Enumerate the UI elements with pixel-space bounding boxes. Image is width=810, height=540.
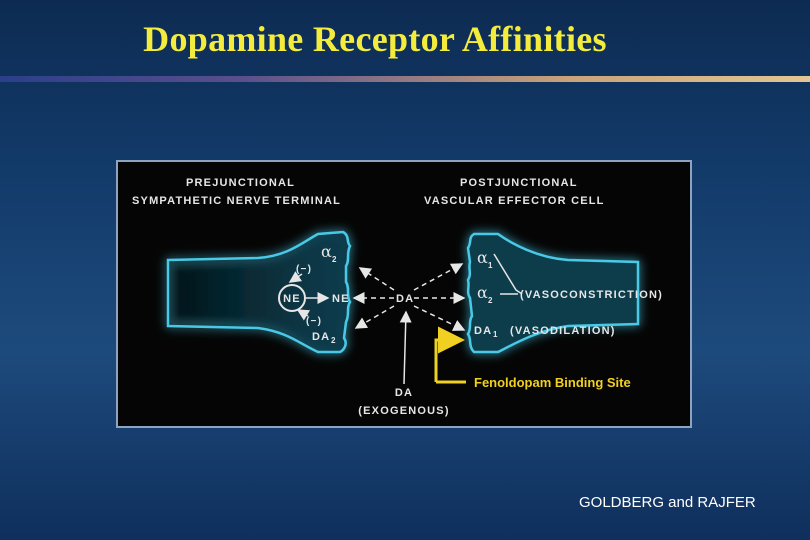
receptor-diagram: PREJUNCTIONAL SYMPATHETIC NERVE TERMINAL… bbox=[116, 160, 692, 428]
credit-text: GOLDBERG and RAJFER bbox=[579, 494, 756, 511]
da-to-alpha2-pre-arrow bbox=[358, 267, 395, 291]
exogenous-label: (EXOGENOUS) bbox=[358, 405, 449, 417]
da-to-alpha1-post-arrow bbox=[413, 263, 464, 291]
postjunctional-label: POSTJUNCTIONAL bbox=[460, 177, 578, 189]
alpha1-connector bbox=[493, 253, 523, 295]
title-divider bbox=[0, 76, 810, 82]
inhibit-arrow-top bbox=[288, 271, 303, 283]
da-to-da2-pre-arrow bbox=[354, 305, 395, 329]
da-center-label: DA bbox=[396, 293, 414, 305]
ne-vesicle-label: NE bbox=[283, 293, 301, 305]
postjunctional-effector-cell bbox=[466, 232, 640, 354]
alpha1-post-label: α bbox=[477, 248, 488, 267]
prejunctional-label: PREJUNCTIONAL bbox=[186, 177, 295, 189]
inhibit-bottom-label: (−) bbox=[306, 316, 322, 327]
alpha2-pre-subscript: 2 bbox=[332, 255, 338, 264]
da2-pre-label: DA bbox=[312, 331, 330, 343]
alpha2-pre-label: α bbox=[321, 242, 332, 261]
inhibit-arrow-bottom bbox=[296, 309, 311, 321]
fenoldopam-arrow bbox=[434, 326, 465, 382]
alpha1-post-subscript: 1 bbox=[488, 261, 494, 270]
alpha2-post-subscript: 2 bbox=[488, 296, 494, 305]
vascular-effector-cell-label: VASCULAR EFFECTOR CELL bbox=[424, 195, 605, 207]
exogenous-da-arrow bbox=[399, 310, 412, 385]
alpha2-post-label: α bbox=[477, 283, 488, 302]
inhibit-top-label: (−) bbox=[296, 264, 312, 275]
vasoconstriction-label: (VASOCONSTRICTION) bbox=[520, 289, 663, 301]
da1-post-subscript: 1 bbox=[493, 330, 499, 339]
vasodilation-label: (VASODILATION) bbox=[510, 325, 616, 337]
da-exogenous-label: DA bbox=[395, 387, 413, 399]
prejunctional-nerve-terminal bbox=[166, 230, 352, 354]
fenoldopam-binding-site-label: Fenoldopam Binding Site bbox=[474, 375, 631, 390]
da1-post-label: DA bbox=[474, 325, 492, 337]
ne-release-label: NE bbox=[332, 293, 350, 305]
da2-pre-subscript: 2 bbox=[331, 336, 337, 345]
ne-vesicle-icon bbox=[278, 284, 306, 312]
slide-title: Dopamine Receptor Affinities bbox=[143, 19, 607, 59]
da-to-da1-post-arrow bbox=[413, 305, 466, 331]
sympathetic-nerve-terminal-label: SYMPATHETIC NERVE TERMINAL bbox=[132, 195, 341, 207]
diagram-canvas: PREJUNCTIONAL SYMPATHETIC NERVE TERMINAL… bbox=[132, 177, 663, 417]
